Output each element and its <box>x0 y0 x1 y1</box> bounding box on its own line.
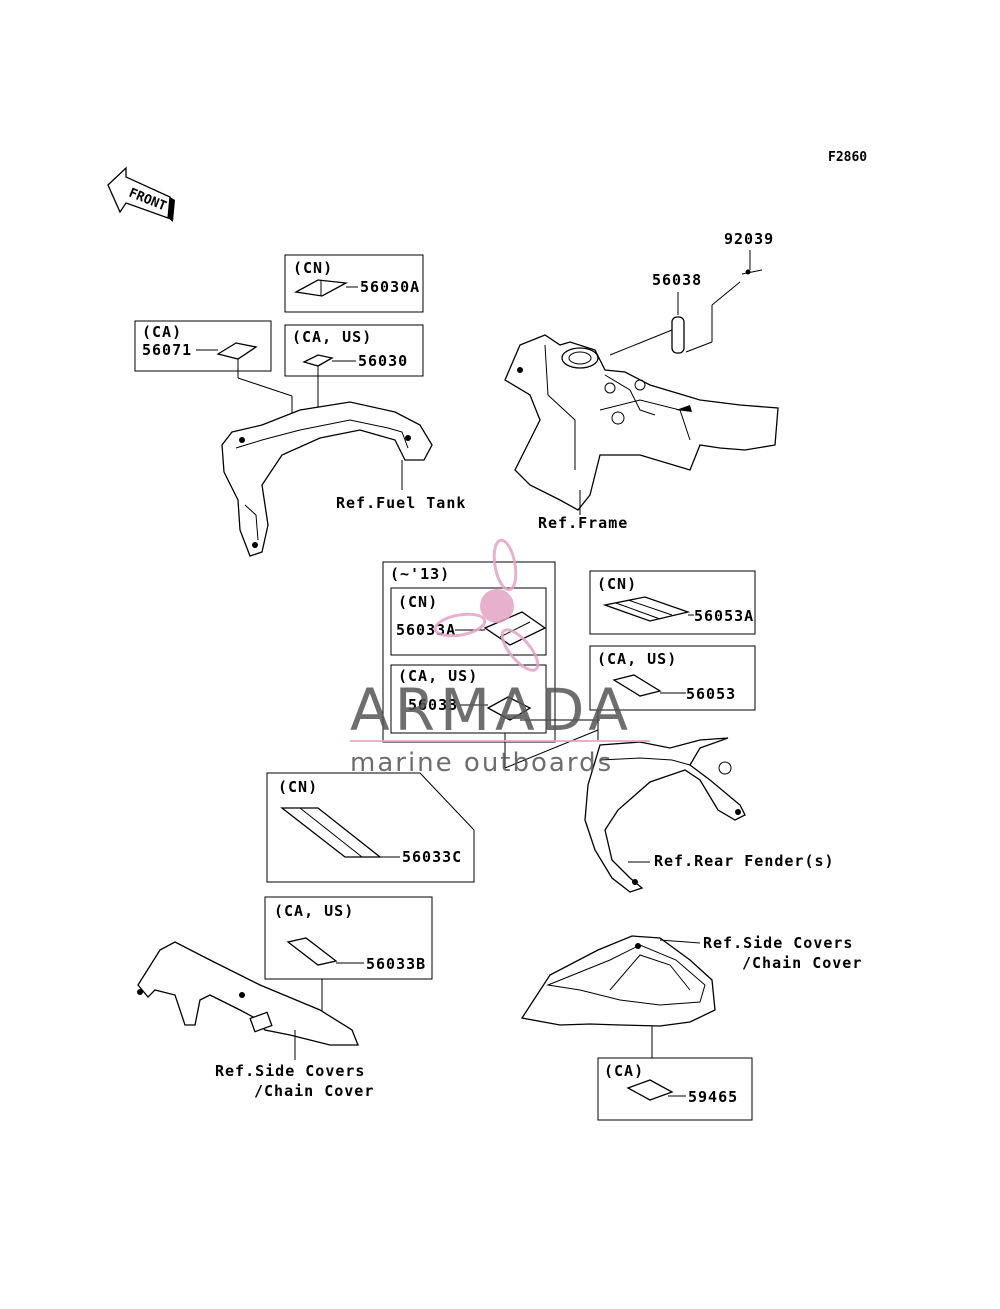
watermark-brand: ARMADA <box>350 676 633 744</box>
side-cover-drawing <box>520 935 716 1027</box>
region-label: (CA, US) <box>597 650 677 668</box>
region-label: (CN) <box>293 259 333 277</box>
part-number: 56033C <box>402 848 462 866</box>
ref-frame: Ref.Frame <box>538 514 628 532</box>
region-label: (CA) <box>142 323 182 341</box>
label-box-cn-56033c: (CN) 56033C <box>266 772 475 883</box>
region-label: (CN) <box>597 575 637 593</box>
ref-side-covers-right: Ref.Side Covers <box>703 934 853 952</box>
armada-watermark: ARMADA marine outboards <box>350 538 650 778</box>
frame-drawing <box>504 334 779 511</box>
ref-chain-cover-right: /Chain Cover <box>742 954 862 972</box>
ref-side-covers-left: Ref.Side Covers <box>215 1062 365 1080</box>
region-label: (CN) <box>398 593 438 611</box>
label-box-cn-56030a: (CN) 56030A <box>284 254 424 313</box>
figure-code: F2860 <box>828 150 867 165</box>
part-number: 56030A <box>360 278 420 296</box>
label-box-caus-56053: (CA, US) 56053 <box>589 645 756 711</box>
ref-fuel-tank: Ref.Fuel Tank <box>336 494 466 512</box>
propeller-logo-icon <box>433 538 540 672</box>
part-number: 56033B <box>366 955 426 973</box>
part-number: 56033 <box>408 696 458 714</box>
label-box-caus-56033b: (CA, US) 56033B <box>264 896 433 980</box>
label-box-ca-56071: (CA) 56071 <box>134 320 272 372</box>
part-92039: 92039 <box>724 230 774 248</box>
rear-fender-drawing <box>584 737 746 893</box>
fuel-tank-cover-drawing <box>221 401 433 557</box>
part-number: 56030 <box>358 352 408 370</box>
region-label: (CA, US) <box>274 902 354 920</box>
ref-rear-fender: Ref.Rear Fender(s) <box>654 852 835 870</box>
label-box-cn-56053a: (CN) 56053A <box>589 570 756 635</box>
ref-chain-cover-left: /Chain Cover <box>254 1082 374 1100</box>
watermark-tagline: marine outboards <box>350 748 613 778</box>
region-label: (CA, US) <box>398 667 478 685</box>
label-box-cn-56033a: (CN) 56033A <box>390 587 547 656</box>
part-number: 56053A <box>694 607 754 625</box>
region-label: (CA) <box>604 1062 644 1080</box>
part-56038: 56038 <box>652 271 702 289</box>
front-arrow-icon: FRONT <box>107 166 175 222</box>
part-number: 56053 <box>686 685 736 703</box>
label-box-caus-56033: (CA, US) 56033 <box>390 664 547 734</box>
region-label: (CA, US) <box>292 328 372 346</box>
label-box-caus-56030: (CA, US) 56030 <box>284 324 424 377</box>
part-number: 59465 <box>688 1088 738 1106</box>
part-number: 56071 <box>142 341 192 359</box>
chain-cover-drawing <box>137 941 359 1046</box>
group-label: (~'13) <box>390 565 450 583</box>
label-box-ca-59465: (CA) 59465 <box>597 1057 753 1121</box>
region-label: (CN) <box>278 778 318 796</box>
